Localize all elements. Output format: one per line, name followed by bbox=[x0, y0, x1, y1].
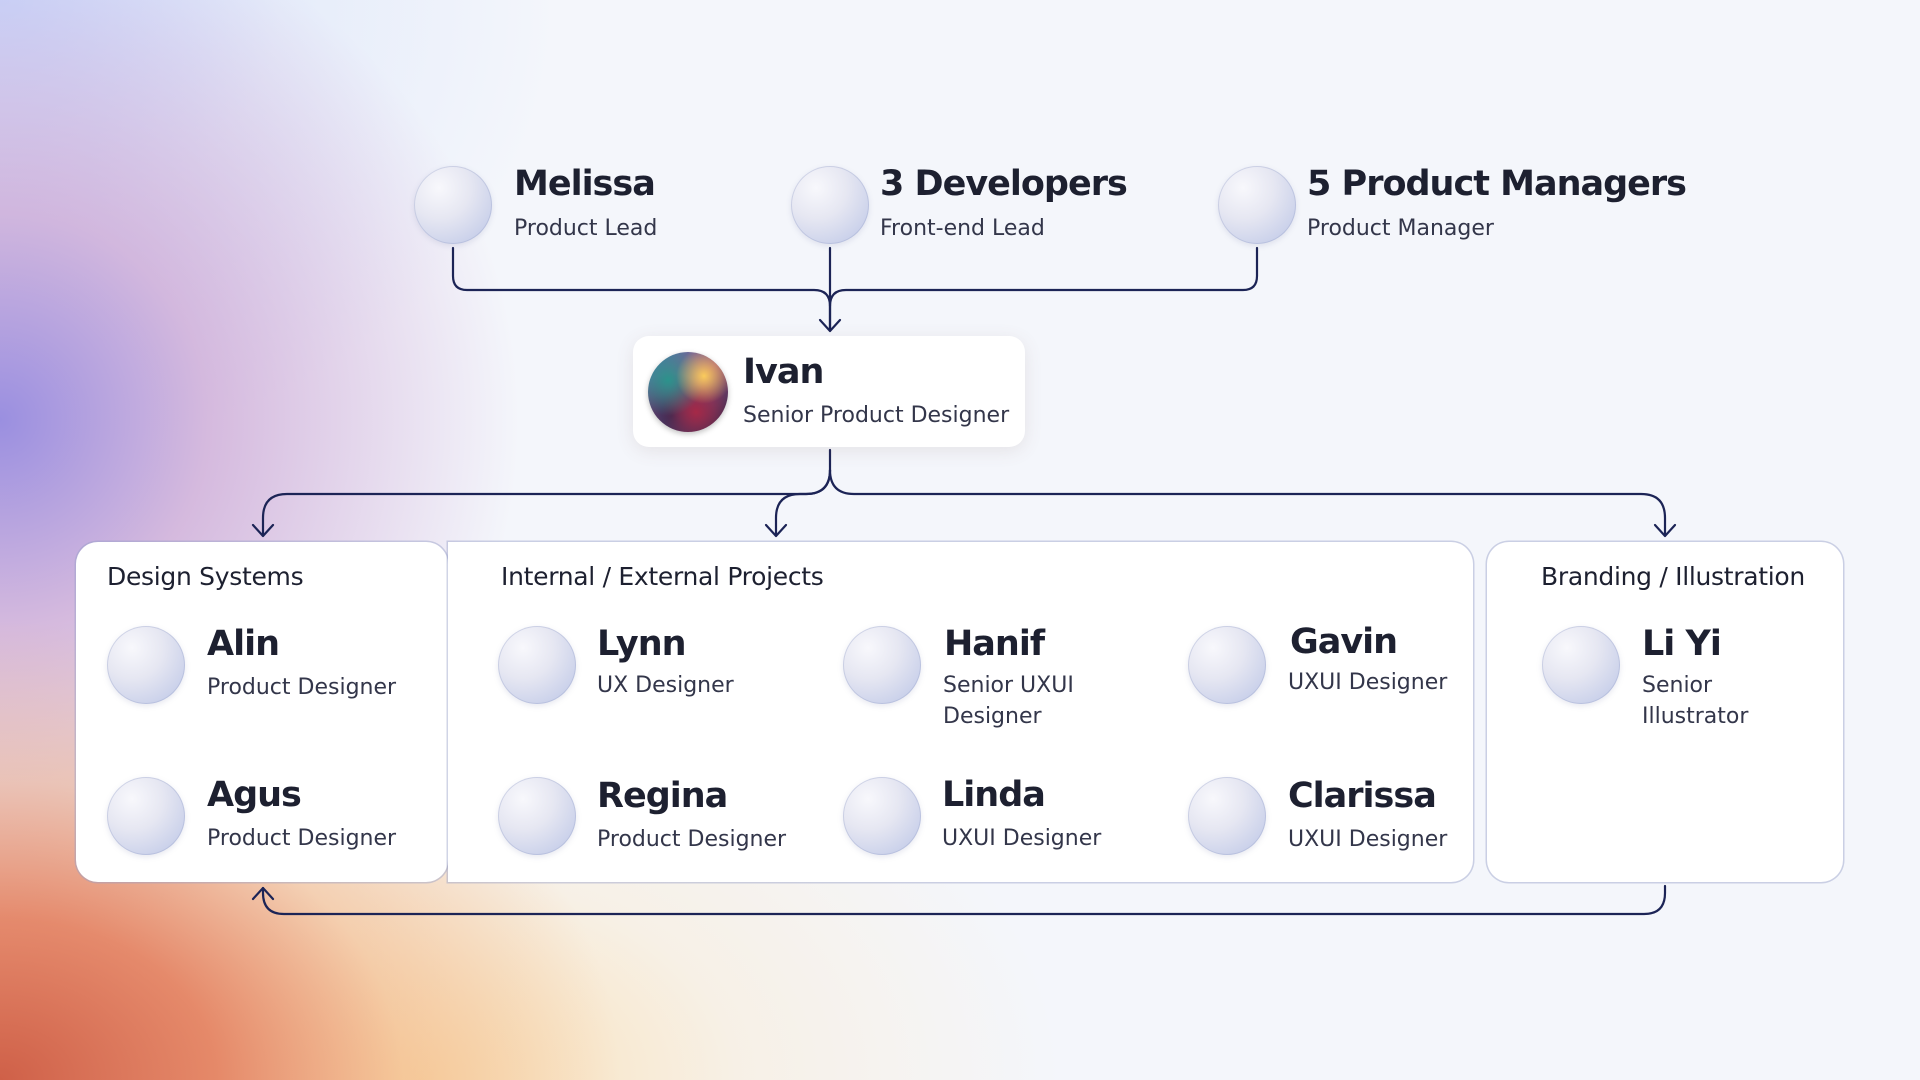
member-name: Li Yi bbox=[1642, 624, 1722, 664]
linda-avatar bbox=[843, 777, 921, 855]
member-name: Hanif bbox=[944, 624, 1045, 664]
lead-name: Melissa bbox=[514, 164, 656, 204]
regina-avatar bbox=[498, 777, 576, 855]
member-role: Product Designer bbox=[597, 827, 787, 852]
developers-avatar bbox=[791, 166, 869, 244]
member-name: Clarissa bbox=[1288, 776, 1437, 816]
group-title: Design Systems bbox=[107, 562, 304, 591]
center-role: Senior Product Designer bbox=[743, 403, 1010, 428]
member-role: UXUI Designer bbox=[1288, 827, 1448, 852]
melissa-avatar bbox=[414, 166, 492, 244]
lead-name: 5 Product Managers bbox=[1307, 164, 1687, 204]
agus-avatar bbox=[107, 777, 185, 855]
member-role: Senior UXUI Designer bbox=[943, 673, 1074, 729]
member-role: UX Designer bbox=[597, 673, 734, 698]
branding-card[interactable] bbox=[1487, 542, 1843, 882]
lead-role: Product Lead bbox=[514, 216, 658, 241]
member-name: Agus bbox=[207, 775, 302, 815]
alin-avatar bbox=[107, 626, 185, 704]
member-role: UXUI Designer bbox=[942, 826, 1102, 851]
member-name: Linda bbox=[942, 775, 1046, 815]
lead-role: Product Manager bbox=[1307, 216, 1494, 241]
lead-role: Front-end Lead bbox=[880, 216, 1045, 241]
member-name: Gavin bbox=[1290, 622, 1398, 662]
gavin-avatar bbox=[1188, 626, 1266, 704]
member-name: Alin bbox=[207, 624, 280, 664]
hanif-avatar bbox=[843, 626, 921, 704]
clarissa-avatar bbox=[1188, 777, 1266, 855]
member-role: Product Designer bbox=[207, 826, 397, 851]
member-name: Lynn bbox=[597, 624, 687, 664]
product-managers-avatar bbox=[1218, 166, 1296, 244]
member-role: Senior Illustrator bbox=[1642, 673, 1749, 729]
lynn-avatar bbox=[498, 626, 576, 704]
center-name: Ivan bbox=[743, 352, 824, 392]
group-title: Branding / Illustration bbox=[1541, 562, 1805, 591]
member-name: Regina bbox=[597, 776, 728, 816]
group-title: Internal / External Projects bbox=[501, 562, 824, 591]
member-role: UXUI Designer bbox=[1288, 670, 1448, 695]
li-yi-avatar bbox=[1542, 626, 1620, 704]
projects-card[interactable] bbox=[448, 542, 1473, 882]
lead-name: 3 Developers bbox=[880, 164, 1128, 204]
ivan-avatar bbox=[648, 352, 728, 432]
member-role: Product Designer bbox=[207, 675, 397, 700]
